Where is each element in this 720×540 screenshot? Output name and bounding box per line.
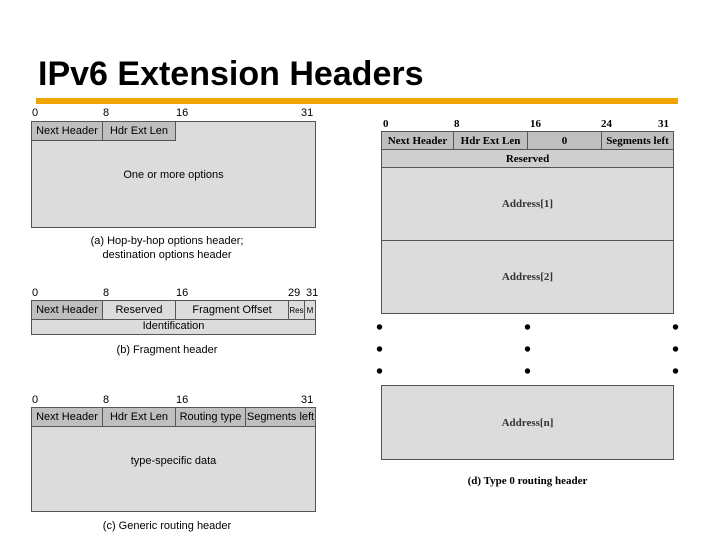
field-next-header: Next Header bbox=[32, 122, 103, 141]
bit-label: 0 bbox=[32, 287, 39, 299]
caption-d: (d) Type 0 routing header bbox=[467, 475, 588, 487]
header-box: Next Header Hdr Ext Len 0 Segments left … bbox=[381, 131, 674, 314]
ellipsis-dot: • bbox=[672, 361, 680, 383]
field-next-header: Next Header bbox=[32, 301, 103, 320]
ellipsis-dot: • bbox=[672, 339, 680, 361]
field-address-n: Address[n] bbox=[501, 416, 554, 429]
field-next-header: Next Header bbox=[32, 408, 103, 427]
field-fragment-offset: Fragment Offset bbox=[176, 301, 289, 320]
field-reserved: Reserved bbox=[103, 301, 176, 320]
bit-label: 31 bbox=[658, 118, 669, 130]
ellipsis-dot: • bbox=[376, 361, 384, 383]
bit-label: 24 bbox=[601, 118, 612, 130]
field-hdr-ext-len: Hdr Ext Len bbox=[454, 132, 528, 150]
title-underline bbox=[36, 98, 678, 104]
field-next-header: Next Header bbox=[382, 132, 454, 150]
field-routing-type: Routing type bbox=[176, 408, 246, 427]
field-m-flag: M bbox=[305, 301, 315, 320]
bit-label: 31 bbox=[306, 287, 319, 299]
caption-b: (b) Fragment header bbox=[116, 344, 218, 356]
header-box: Next Header Hdr Ext Len One or more opti… bbox=[31, 121, 316, 228]
bit-label: 31 bbox=[301, 394, 314, 406]
field-hdr-ext-len: Hdr Ext Len bbox=[103, 408, 176, 427]
field-address-1: Address[1] bbox=[382, 168, 673, 241]
ellipsis-dot: • bbox=[672, 317, 680, 339]
bit-label: 8 bbox=[103, 394, 110, 406]
ellipsis-dot: • bbox=[376, 317, 384, 339]
field-hdr-ext-len: Hdr Ext Len bbox=[103, 122, 176, 141]
bit-label: 16 bbox=[176, 287, 189, 299]
bit-label: 29 bbox=[288, 287, 301, 299]
caption-c: (c) Generic routing header bbox=[102, 520, 232, 532]
bit-label: 0 bbox=[383, 118, 389, 130]
field-reserved: Reserved bbox=[382, 150, 673, 168]
bit-label: 8 bbox=[454, 118, 460, 130]
header-box: Next Header Reserved Fragment Offset Res… bbox=[31, 300, 316, 335]
field-zero: 0 bbox=[528, 132, 602, 150]
bit-label: 16 bbox=[530, 118, 541, 130]
bit-label: 8 bbox=[103, 107, 110, 119]
field-type-specific-data: type-specific data bbox=[130, 455, 217, 467]
caption-a-line2: destination options header bbox=[102, 249, 232, 261]
field-identification: Identification bbox=[142, 320, 205, 332]
field-res: Res bbox=[289, 301, 305, 320]
field-segments-left: Segments left bbox=[602, 132, 673, 150]
bit-label: 0 bbox=[32, 107, 39, 119]
bit-label: 16 bbox=[176, 394, 189, 406]
ellipsis-dot: • bbox=[524, 317, 532, 339]
caption-a-line1: (a) Hop-by-hop options header; bbox=[90, 235, 244, 247]
ellipsis-dot: • bbox=[524, 339, 532, 361]
address-n-box: Address[n] bbox=[381, 385, 674, 460]
bit-label: 0 bbox=[32, 394, 39, 406]
field-segments-left: Segments left bbox=[246, 408, 315, 427]
page-title: IPv6 Extension Headers bbox=[38, 55, 424, 93]
field-address-2: Address[2] bbox=[501, 271, 554, 283]
field-options: One or more options bbox=[123, 169, 224, 181]
bit-label: 16 bbox=[176, 107, 189, 119]
bit-label: 8 bbox=[103, 287, 110, 299]
header-box: Next Header Hdr Ext Len Routing type Seg… bbox=[31, 407, 316, 512]
bit-label: 31 bbox=[301, 107, 314, 119]
ellipsis-dot: • bbox=[376, 339, 384, 361]
ellipsis-dot: • bbox=[524, 361, 532, 383]
